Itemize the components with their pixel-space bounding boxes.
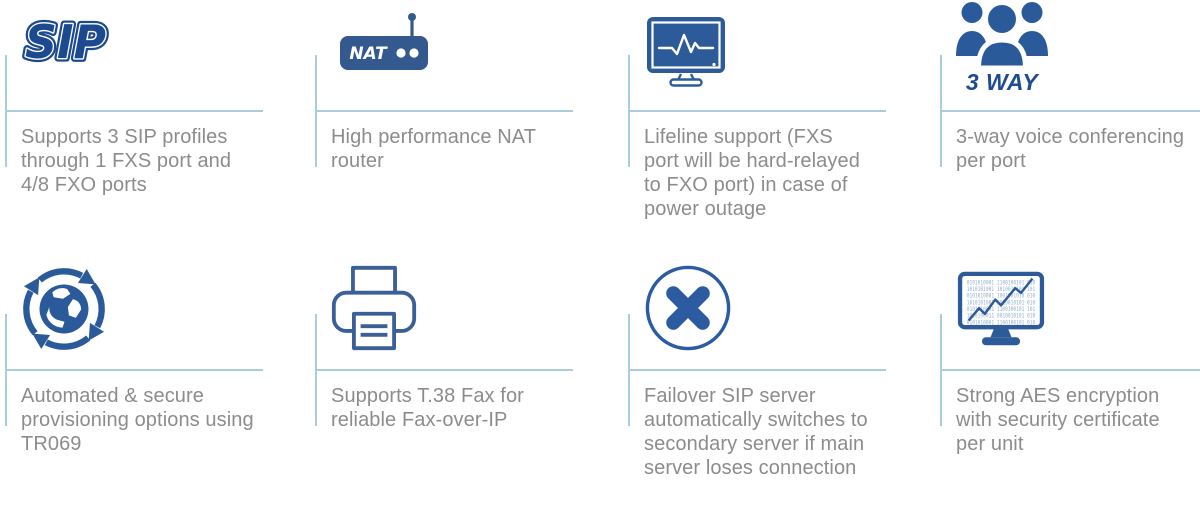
three-way-label: 3 WAY bbox=[965, 69, 1039, 95]
divider-horizontal bbox=[940, 369, 1200, 371]
binary-row: 0101010001 1100100101 010 bbox=[967, 279, 1036, 286]
binary-row: 0101010001 1001001010 010 bbox=[967, 293, 1036, 300]
nat-label: NAT bbox=[349, 44, 388, 64]
cross-circle-icon bbox=[643, 263, 733, 353]
globe-sync-icon bbox=[17, 262, 111, 356]
divider-horizontal bbox=[628, 369, 886, 371]
binary-row: 1010100011 0010010101 010 bbox=[967, 313, 1036, 320]
divider-horizontal bbox=[628, 110, 886, 112]
binary-monitor-icon: 0101010001 1100100101 010 1010101001 101… bbox=[957, 271, 1045, 351]
binary-row: 0101010001 1100100101 010 bbox=[967, 319, 1036, 326]
divider-horizontal bbox=[315, 110, 573, 112]
nat-router-icon: NAT bbox=[338, 10, 430, 74]
divider-horizontal bbox=[315, 369, 573, 371]
feature-card-encryption: 0101010001 1100100101 010 1010101001 101… bbox=[940, 259, 1200, 518]
sip-logo-icon: SIP SIP bbox=[21, 12, 110, 73]
binary-row: 1010101001 1010010101 101 bbox=[967, 286, 1036, 293]
binary-row: 0101010001 1100100101 101 bbox=[967, 306, 1036, 313]
divider-horizontal bbox=[5, 369, 263, 371]
binary-row: 1010101001 1010010101 010 bbox=[967, 299, 1036, 306]
divider-horizontal bbox=[940, 110, 1200, 112]
fax-printer-icon bbox=[328, 264, 420, 352]
three-users-icon bbox=[952, 0, 1052, 71]
sip-logo-outline: SIP bbox=[25, 15, 106, 69]
sip-logo-text: SIP bbox=[25, 15, 106, 69]
divider-horizontal bbox=[5, 110, 263, 112]
heartbeat-monitor-icon bbox=[646, 16, 726, 90]
